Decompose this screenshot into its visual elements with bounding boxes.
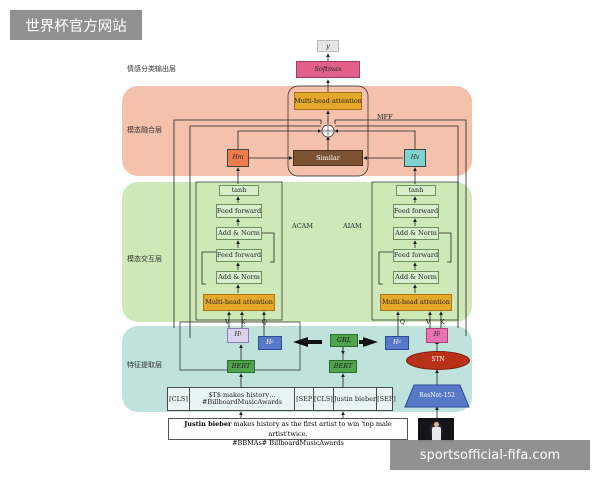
- left-add-norm-top: Add & Norm: [216, 227, 262, 240]
- resnet-label-box: ResNet-152: [404, 386, 470, 407]
- hc-left-label: H: [266, 338, 272, 346]
- right-k-letter: K: [440, 319, 445, 326]
- right-add-norm-bottom: Add & Norm: [393, 271, 439, 284]
- fusion-mha-box: Multi-head attention: [294, 92, 362, 110]
- left-v-letter: V: [225, 319, 230, 326]
- y-output-box: y: [317, 40, 339, 52]
- input-text-line2: #BBMAs# BillboardMusicAwards: [232, 439, 344, 447]
- stn-ellipse: STN: [406, 351, 470, 370]
- hc-right-subscript: c: [398, 339, 401, 345]
- seq-mid-sep-label: [SEP]: [377, 394, 396, 403]
- right-feed-forward-bottom: Feed forward: [393, 249, 439, 262]
- right-mha-box: Multi-head attention: [380, 294, 452, 311]
- bert-mid-box: BERT: [329, 360, 357, 373]
- left-mha-label: Multi-head attention: [205, 298, 273, 307]
- hm-box: Hm: [227, 149, 249, 167]
- resnet-trapezoid-shape: [404, 384, 470, 408]
- ht-subscript: t: [239, 332, 242, 338]
- left-tanh-label: tanh: [231, 186, 247, 195]
- bert-left-box: BERT: [227, 360, 255, 373]
- interaction-layer-label: 模态交互层: [127, 255, 162, 263]
- seq-left-sep-label: [SEP]: [296, 394, 315, 403]
- ht-label: H: [234, 331, 240, 339]
- right-v-letter: V: [426, 319, 431, 326]
- left-q-letter: Q: [262, 319, 267, 326]
- input-text-line1: Justin bieber makes history as the first…: [169, 420, 407, 439]
- input-text-bold: Justin bieber: [184, 420, 232, 428]
- photo-figure-body: [432, 427, 441, 442]
- input-text-line1-rest: makes history as the first artist to win…: [231, 420, 392, 438]
- left-k-letter: K: [241, 319, 246, 326]
- left-an-bottom-label: Add & Norm: [218, 273, 260, 282]
- grl-box: GRL: [330, 334, 358, 347]
- input-photo: [418, 418, 454, 442]
- photo-figure-head: [434, 422, 439, 427]
- bert-mid-label: BERT: [333, 362, 353, 371]
- aiam-label: AIAM: [343, 222, 362, 230]
- right-an-bottom-label: Add & Norm: [395, 273, 437, 282]
- left-ff-bottom-label: Feed forward: [216, 251, 262, 260]
- hi-subscript: i: [438, 332, 441, 338]
- hc-right-label: H: [393, 338, 399, 346]
- right-feed-forward-top: Feed forward: [393, 204, 439, 218]
- softmax-box: Softmax: [296, 61, 360, 78]
- feature-layer-label: 特征提取层: [127, 361, 162, 369]
- seq-left-sep: [SEP]: [294, 388, 316, 410]
- left-add-norm-bottom: Add & Norm: [216, 271, 262, 284]
- emotion-output-layer-label: 情感分类输出层: [127, 65, 176, 73]
- bert-left-label: BERT: [231, 362, 251, 371]
- left-ff-top-label: Feed forward: [216, 206, 262, 215]
- left-feed-forward-top: Feed forward: [216, 204, 262, 218]
- similar-label: Similar: [316, 153, 340, 162]
- hi-label: H: [433, 331, 439, 339]
- right-tanh-box: tanh: [396, 185, 436, 196]
- seq-mid-cls: [CLS]: [314, 388, 334, 410]
- seq-mid: [CLS] Justin bieber [SEP]: [313, 387, 396, 411]
- seq-mid-text-label: Justin bieber: [333, 394, 377, 403]
- right-q-letter: Q: [400, 319, 405, 326]
- input-text-box: Justin bieber makes history as the first…: [168, 418, 408, 447]
- resnet-label: ResNet-152: [419, 392, 455, 400]
- hm-label: Hm: [232, 153, 244, 161]
- fusion-mha-label: Multi-head attention: [294, 96, 362, 105]
- seq-left-cls: [CLS]: [168, 388, 190, 410]
- seq-left-text-label: $T$ makes history… #BillboardMusicAwards: [201, 391, 283, 406]
- hv-label: Hv: [410, 153, 420, 161]
- seq-left: [CLS] $T$ makes history… #BillboardMusic…: [167, 387, 317, 411]
- stn-label: STN: [431, 356, 445, 364]
- right-mha-label: Multi-head attention: [382, 298, 450, 307]
- watermark-bottom-right: sportsofficial-fifa.com: [390, 440, 590, 470]
- similar-box: Similar: [293, 150, 363, 166]
- hv-box: Hv: [404, 149, 426, 167]
- softmax-label: Softmax: [314, 65, 342, 74]
- hc-left-subscript: c: [271, 339, 274, 345]
- seq-mid-sep: [SEP]: [376, 388, 396, 410]
- right-tanh-label: tanh: [408, 186, 424, 195]
- right-ff-top-label: Feed forward: [393, 206, 439, 215]
- grl-label: GRL: [336, 336, 352, 345]
- right-add-norm-top: Add & Norm: [393, 227, 439, 240]
- seq-left-cls-label: [CLS]: [169, 394, 188, 403]
- left-feed-forward-bottom: Feed forward: [216, 249, 262, 262]
- seq-left-text: $T$ makes history… #BillboardMusicAwards: [190, 388, 294, 410]
- mff-label: MFF: [377, 113, 393, 121]
- y-label: y: [326, 41, 330, 50]
- left-tanh-box: tanh: [219, 185, 259, 196]
- acam-label: ACAM: [292, 222, 314, 230]
- seq-mid-text: Justin bieber: [334, 388, 376, 410]
- seq-mid-cls-label: [CLS]: [314, 394, 333, 403]
- left-an-top-label: Add & Norm: [218, 229, 260, 238]
- right-an-top-label: Add & Norm: [395, 229, 437, 238]
- watermark-top-left: 世界杯官方网站: [10, 10, 142, 40]
- left-mha-box: Multi-head attention: [203, 294, 275, 311]
- fusion-layer-label: 模态融合层: [127, 126, 162, 134]
- right-ff-bottom-label: Feed forward: [393, 251, 439, 260]
